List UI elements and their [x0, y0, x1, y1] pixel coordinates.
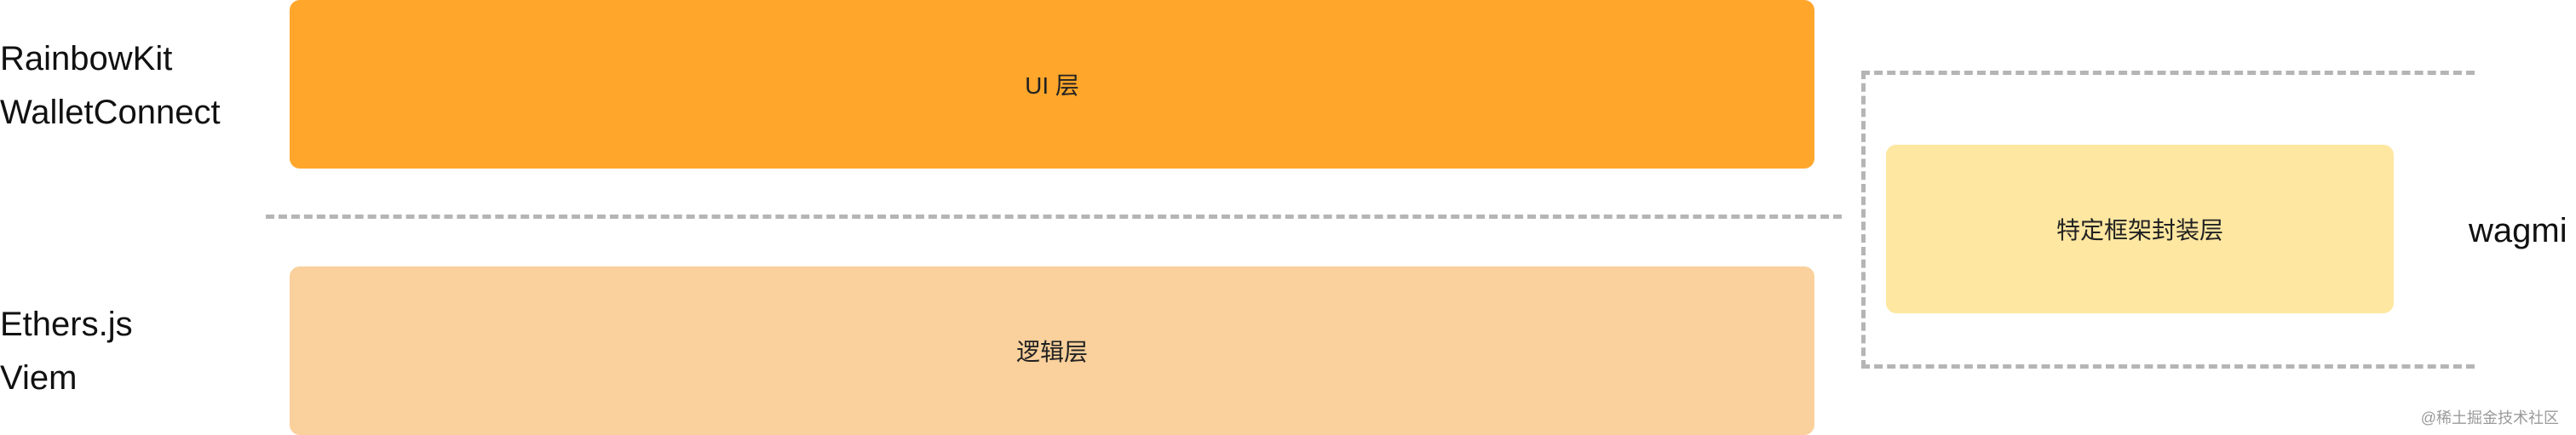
- label-rainbowkit: RainbowKit: [0, 40, 173, 77]
- framework-dashed-bracket: [1861, 71, 2475, 369]
- layer-divider-dashed-line: [266, 215, 1842, 219]
- framework-layer-block: 特定框架封装层: [1886, 145, 2394, 313]
- ui-layer-label: UI 层: [1025, 72, 1079, 99]
- watermark: @稀土掘金技术社区: [2420, 409, 2559, 426]
- label-ethers-js: Ethers.js: [0, 306, 133, 343]
- logic-layer-label: 逻辑层: [1015, 339, 1088, 365]
- label-wagmi: wagmi: [2469, 212, 2567, 249]
- label-walletconnect: WalletConnect: [0, 94, 221, 131]
- framework-layer-label: 特定框架封装层: [2056, 217, 2223, 243]
- ui-layer-block: UI 层: [290, 0, 1814, 169]
- label-viem: Viem: [0, 359, 78, 397]
- logic-layer-block: 逻辑层: [290, 266, 1814, 435]
